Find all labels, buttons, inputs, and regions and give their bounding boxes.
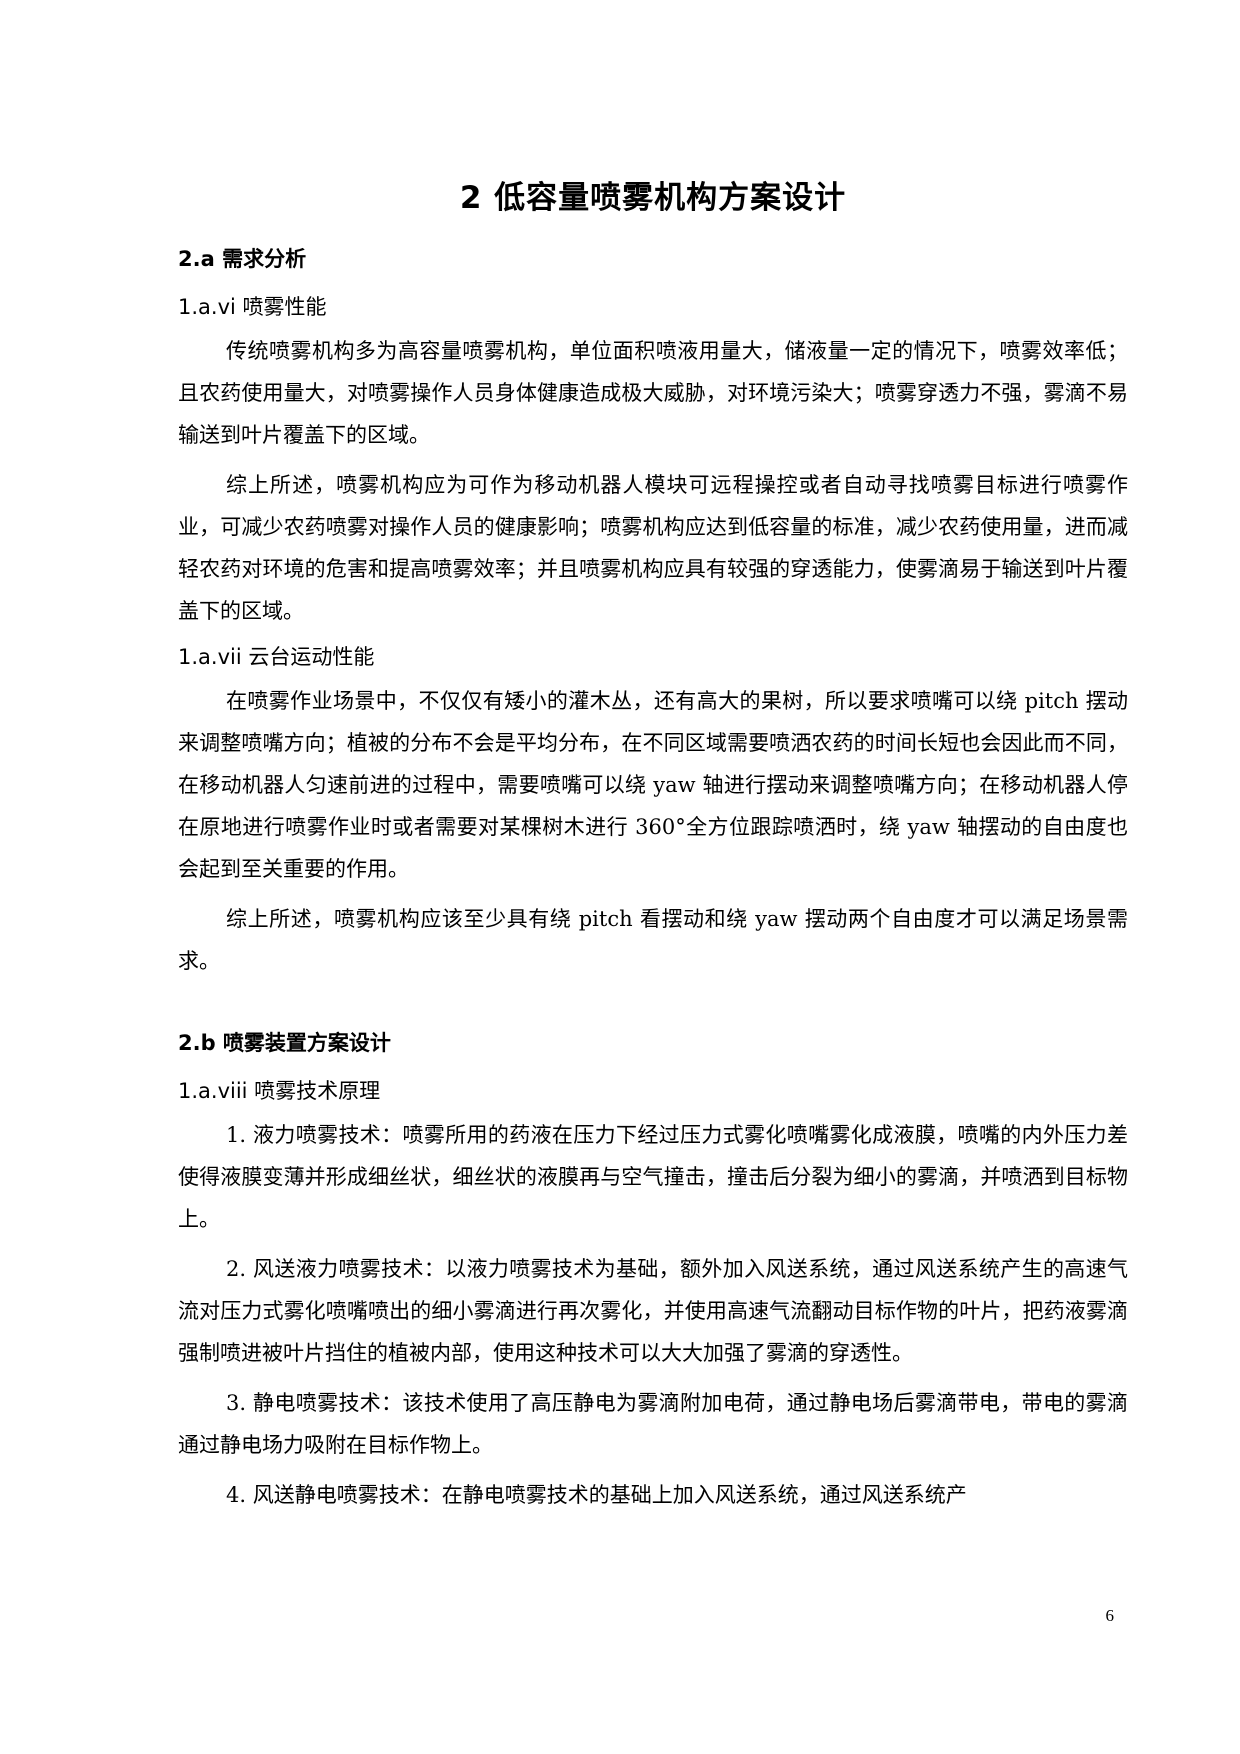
paragraph: 综上所述，喷雾机构应该至少具有绕 pitch 看摆动和绕 yaw 摆动两个自由度… bbox=[178, 907, 1128, 973]
section-heading-2a: 2.a 需求分析 bbox=[178, 247, 307, 271]
paragraph: 在喷雾作业场景中，不仅仅有矮小的灌木丛，还有高大的果树，所以要求喷嘴可以绕 pi… bbox=[178, 689, 1128, 881]
paragraph: 传统喷雾机构多为高容量喷雾机构，单位面积喷液用量大，储液量一定的情况下，喷雾效率… bbox=[178, 339, 1128, 447]
subsection-heading-spray-performance: 1.a.vi 喷雾性能 bbox=[178, 295, 327, 319]
chapter-title: 2 低容量喷雾机构方案设计 bbox=[459, 180, 847, 216]
paragraph: 1. 液力喷雾技术：喷雾所用的药液在压力下经过压力式雾化喷嘴雾化成液膜，喷嘴的内… bbox=[178, 1123, 1128, 1231]
paragraph: 4. 风送静电喷雾技术：在静电喷雾技术的基础上加入风送系统，通过风送系统产 bbox=[226, 1483, 967, 1507]
page-content: 2 低容量喷雾机构方案设计 2.a 需求分析 1.a.vi 喷雾性能 传统喷雾机… bbox=[178, 176, 1128, 1524]
paragraph: 2. 风送液力喷雾技术：以液力喷雾技术为基础，额外加入风送系统，通过风送系统产生… bbox=[178, 1257, 1128, 1365]
paragraph: 综上所述，喷雾机构应为可作为移动机器人模块可远程操控或者自动寻找喷雾目标进行喷雾… bbox=[178, 473, 1128, 623]
page-number: 6 bbox=[1105, 1606, 1115, 1625]
subsection-heading-gimbal-motion: 1.a.vii 云台运动性能 bbox=[178, 645, 375, 669]
section-spacer bbox=[178, 990, 1128, 1026]
paragraph: 3. 静电喷雾技术：该技术使用了高压静电为雾滴附加电荷，通过静电场后雾滴带电，带… bbox=[178, 1391, 1128, 1457]
subsection-heading-spray-principles: 1.a.viii 喷雾技术原理 bbox=[178, 1079, 381, 1103]
section-heading-2b: 2.b 喷雾装置方案设计 bbox=[178, 1031, 391, 1055]
